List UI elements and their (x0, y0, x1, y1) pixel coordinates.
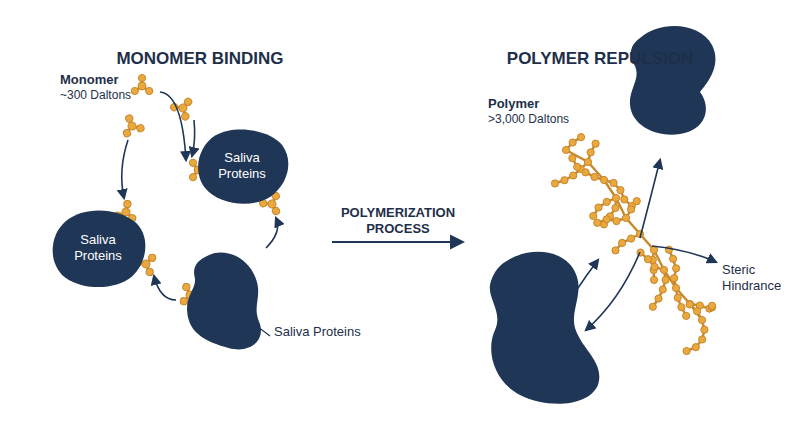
polymer-bead (587, 149, 594, 156)
polymer-bead (612, 247, 619, 254)
polymer-bead (699, 336, 706, 343)
polymer-bead (622, 214, 629, 221)
polymer-bead (659, 286, 666, 293)
polymer-bead (701, 326, 708, 333)
polymer-bead (561, 177, 568, 184)
saliva-protein-blob (490, 252, 599, 404)
polymer-bead (644, 256, 651, 263)
blob-outline (187, 252, 261, 349)
polymer-bead (683, 312, 690, 319)
blob-shape (180, 250, 270, 350)
panel-title: POLYMER REPULSION (490, 48, 710, 69)
blob-outline (198, 129, 288, 203)
process-arrow (332, 241, 462, 243)
polymer-bead (693, 308, 700, 315)
polymer-bead (574, 163, 581, 170)
polymer-bead (603, 216, 610, 223)
polymer-bead (592, 140, 599, 147)
polymer-bead (674, 294, 681, 301)
polymer-bead (590, 212, 597, 219)
polymer-bead (650, 246, 657, 253)
polymer-bead (655, 295, 662, 302)
polymer-bead (708, 302, 715, 309)
polymer-bead (595, 204, 602, 211)
node-label: Saliva Proteins (58, 232, 138, 263)
saliva-protein-blob: Saliva Proteins (180, 250, 270, 350)
polymer-bead (594, 219, 601, 226)
polymer-bead (617, 187, 624, 194)
saliva-protein-blob: Saliva Proteins (194, 126, 290, 206)
polymer-bead (562, 146, 569, 153)
saliva-protein-blob (630, 26, 716, 135)
repulsion-arrows (560, 160, 716, 330)
node-label: Saliva Proteins (274, 324, 384, 340)
polymer-bead (692, 344, 699, 351)
mass-label: >3,000 Daltons (488, 112, 588, 127)
polymer-bead (627, 206, 634, 213)
polymer-bead (569, 139, 576, 146)
polymer-bead (672, 284, 679, 291)
polymer-bead (582, 169, 589, 176)
polymer-chain (551, 134, 715, 355)
steric-label: Steric Hindrance (722, 262, 794, 295)
polymer-bead (662, 276, 669, 283)
polymer-bead (650, 276, 657, 283)
polymer-label: Polymer (488, 96, 588, 112)
polymer-bead (618, 239, 625, 246)
polymer-bead (627, 235, 634, 242)
polymer-bead (671, 275, 678, 282)
polymer-bead (669, 255, 676, 262)
polymer-bead (591, 173, 598, 180)
polymer-bead (678, 304, 685, 311)
polymer-bead (570, 172, 577, 179)
polymer-bead (584, 158, 591, 165)
blob-outline (53, 211, 146, 288)
polymer-bead (612, 204, 619, 211)
monomer-label: Monomer (60, 72, 140, 88)
monomer (131, 74, 153, 94)
polymer-bead (673, 265, 680, 272)
saliva-protein-blob: Saliva Proteins (48, 206, 148, 290)
monomer (169, 92, 199, 121)
polymer-bead (683, 347, 690, 354)
node-label: Saliva Proteins (202, 150, 282, 181)
polymer-bead (686, 300, 693, 307)
process-label: POLYMERIZATION PROCESS (330, 205, 466, 238)
polymer-bead (613, 217, 620, 224)
monomer (118, 111, 145, 137)
polymer-bead (698, 316, 705, 323)
polymer-bead (612, 194, 619, 201)
polymer-bead (551, 180, 558, 187)
polymer-bead (569, 155, 576, 162)
polymer-bead (600, 176, 607, 183)
polymer-bead (577, 134, 584, 141)
polymer-bead (660, 266, 667, 273)
polymer-bead (649, 303, 656, 310)
polymer-bead (633, 198, 640, 205)
polymer-bead (621, 196, 628, 203)
polymer-bead (686, 301, 693, 308)
mass-label: ~300 Daltons (60, 88, 140, 103)
panel-title: MONOMER BINDING (100, 48, 300, 69)
polymer-bead (603, 198, 610, 205)
polymer-bead (651, 263, 658, 270)
polymer-bead (610, 179, 617, 186)
